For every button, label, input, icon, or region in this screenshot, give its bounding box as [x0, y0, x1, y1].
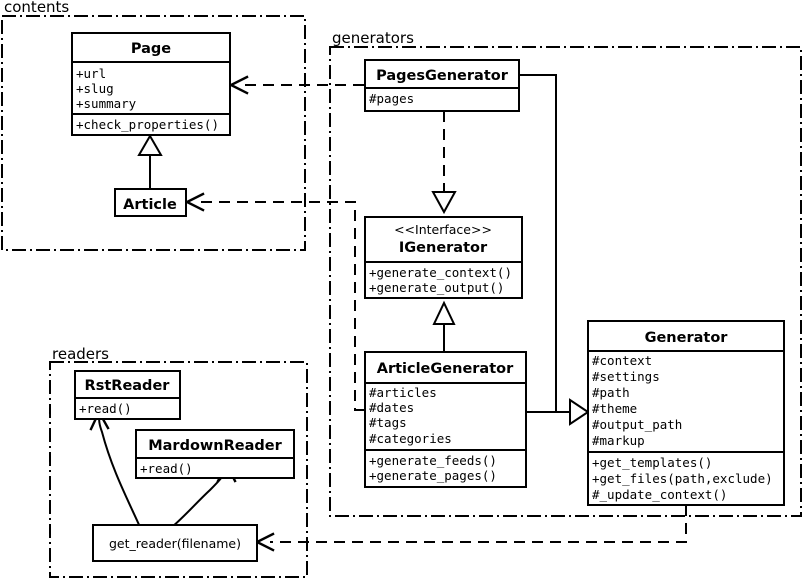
class-generator[interactable]: Generator #context #settings #path #them…	[587, 320, 785, 506]
class-generator-attribute: #markup	[592, 433, 645, 448]
class-article-box[interactable]	[114, 188, 187, 217]
class-page-attribute: +url	[76, 66, 106, 81]
relation-article-page	[137, 134, 163, 190]
class-pagesgenerator-attribute: #pages	[369, 91, 414, 106]
package-contents-label: contents	[4, 0, 69, 16]
class-mardownreader-box[interactable]	[135, 429, 295, 479]
relation-pagesgenerator-igenerator	[431, 111, 457, 215]
relation-articlegenerator-article-line	[200, 201, 364, 411]
class-articlegenerator-attribute: #articles	[369, 385, 437, 400]
relation-articlegenerator-article	[184, 192, 364, 411]
package-contents: contents	[1, 0, 306, 251]
class-generator-method: #_update_context()	[592, 487, 727, 502]
class-generator-attribute: #settings	[592, 369, 660, 384]
class-articlegenerator-attribute: #tags	[369, 415, 407, 430]
class-articlegenerator-title: ArticleGenerator	[377, 361, 514, 377]
class-pagesgenerator-title: PagesGenerator	[376, 68, 509, 84]
class-generator-method: +get_templates()	[592, 455, 712, 470]
package-readers-label: readers	[52, 345, 109, 363]
relation-generators-generator-arrowhead	[569, 398, 590, 426]
relation-pagesgenerator-page-arrowhead	[228, 75, 249, 95]
class-articlegenerator-attribute: #categories	[369, 431, 452, 446]
relation-articlegenerator-article-arrowhead	[184, 192, 205, 212]
relation-getreader-rstreader-line	[98, 415, 141, 528]
package-readers-border	[49, 361, 308, 578]
class-articlegenerator-attribute: #dates	[369, 400, 414, 415]
class-igenerator-title: IGenerator	[399, 240, 488, 256]
class-page-box[interactable]	[71, 32, 231, 136]
class-pagesgenerator[interactable]: PagesGenerator #pages	[364, 59, 520, 112]
class-igenerator-stereotype: <<Interface>>	[394, 222, 492, 237]
relation-generator-getreader-line	[270, 505, 687, 543]
class-igenerator-method: +generate_context()	[369, 265, 512, 280]
package-contents-border	[1, 15, 306, 251]
relation-generator-getreader	[254, 505, 687, 552]
relation-articlegenerator-igenerator	[432, 300, 456, 352]
class-generator-method: +get_files(path,exclude)	[592, 471, 773, 486]
class-generator-attribute: #output_path	[592, 417, 682, 432]
package-generators: generators	[329, 29, 802, 517]
relation-pagesgenerator-generator-line	[519, 74, 570, 413]
class-page-attribute: +slug	[76, 81, 114, 96]
relation-articlegenerator-igenerator-arrowhead	[432, 300, 456, 325]
relation-getreader-rstreader	[89, 409, 141, 528]
node-get-reader[interactable]: get_reader(filename)	[92, 524, 258, 562]
class-articlegenerator-box[interactable]	[364, 351, 527, 488]
node-get-reader-box[interactable]	[92, 524, 258, 562]
class-mardownreader-title: MardownReader	[148, 438, 282, 454]
class-page-attribute: +summary	[76, 96, 137, 111]
relation-pagesgenerator-igenerator-arrowhead	[431, 191, 457, 215]
class-generator-title: Generator	[645, 330, 729, 346]
class-mardownreader-method: +read()	[140, 461, 193, 476]
relation-article-page-arrowhead	[137, 134, 163, 156]
class-page[interactable]: Page +url +slug +summary +check_properti…	[71, 32, 231, 136]
package-generators-border	[329, 46, 802, 517]
class-page-method: +check_properties()	[76, 117, 219, 132]
class-mardownreader[interactable]: MardownReader +read()	[135, 429, 295, 479]
class-generator-attribute: #context	[592, 353, 652, 368]
class-igenerator[interactable]: <<Interface>> IGenerator +generate_conte…	[364, 216, 523, 299]
class-articlegenerator-method: +generate_pages()	[369, 468, 497, 483]
class-article[interactable]: Article	[114, 188, 187, 217]
package-generators-label: generators	[332, 29, 414, 47]
class-articlegenerator[interactable]: ArticleGenerator #articles #dates #tags …	[364, 351, 527, 488]
class-generator-attribute: #path	[592, 385, 630, 400]
class-rstreader[interactable]: RstReader +read()	[74, 370, 181, 420]
package-readers: readers	[49, 345, 308, 578]
class-articlegenerator-method: +generate_feeds()	[369, 453, 497, 468]
class-page-title: Page	[131, 41, 171, 57]
class-igenerator-method: +generate_output()	[369, 280, 504, 295]
class-article-title: Article	[123, 197, 177, 213]
class-generator-attribute: #theme	[592, 401, 637, 416]
class-rstreader-method: +read()	[79, 401, 132, 416]
class-rstreader-box[interactable]	[74, 370, 181, 420]
class-pagesgenerator-box[interactable]	[364, 59, 520, 112]
class-rstreader-title: RstReader	[85, 378, 171, 394]
relation-generators-generator	[519, 74, 590, 426]
class-igenerator-box[interactable]	[364, 216, 523, 299]
node-get-reader-label: get_reader(filename)	[109, 536, 241, 551]
relation-pagesgenerator-page	[228, 75, 364, 95]
